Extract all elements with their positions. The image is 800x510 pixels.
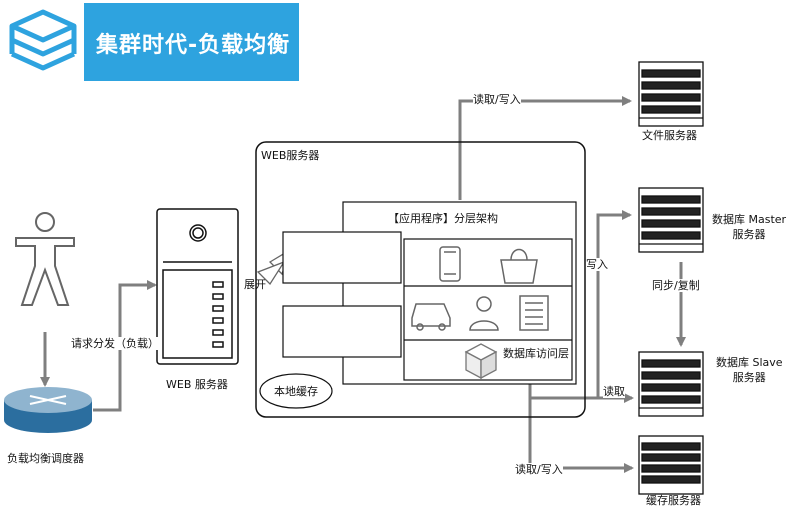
file-rw-label: 读取/写入 — [473, 93, 521, 106]
cache-rw-label: 读取/写入 — [515, 463, 563, 476]
cube-icon — [464, 343, 498, 380]
car-icon — [411, 303, 451, 331]
rack-server-icon — [638, 61, 704, 495]
shopping-bag-icon — [500, 248, 538, 284]
app-slot-2 — [282, 305, 402, 358]
document-icon — [519, 295, 549, 331]
web-server-label: WEB 服务器 — [166, 378, 228, 391]
expand-label: 展开 — [244, 278, 266, 291]
tower-server-icon — [156, 208, 239, 365]
file-rw-arrow — [458, 96, 632, 200]
read-label: 读取 — [603, 385, 625, 398]
cache-server-label: 缓存服务器 — [646, 494, 701, 507]
person-icon — [15, 212, 75, 306]
cache-server-rack — [638, 435, 704, 495]
web-server-box — [255, 141, 586, 418]
db-slave-label: 数据库 Slave 服务器 — [716, 356, 783, 384]
router-icon — [4, 387, 92, 433]
local-cache-node — [259, 373, 333, 409]
db-access-label: 数据库访问层 — [503, 347, 569, 360]
dispatch-label: 请求分发（负载） — [71, 337, 159, 350]
file-server-label: 文件服务器 — [642, 129, 697, 142]
web-box-label: WEB服务器 — [261, 149, 320, 162]
write-arrow — [530, 210, 632, 400]
write-label: 写入 — [586, 258, 608, 271]
app-slot-1 — [282, 231, 402, 284]
file-server-rack — [638, 61, 704, 127]
page-title: 集群时代-负载均衡 — [96, 33, 291, 58]
db-slave-rack — [638, 351, 704, 417]
db-master-rack — [638, 187, 704, 253]
local-cache-label: 本地缓存 — [274, 385, 318, 398]
title-banner: 集群时代-负载均衡 — [84, 3, 299, 81]
balancer-label: 负载均衡调度器 — [7, 452, 84, 465]
phone-icon — [439, 246, 461, 282]
layers-box — [403, 238, 573, 381]
sync-label: 同步/复制 — [652, 279, 700, 292]
app-box — [342, 201, 577, 385]
user-bust-icon — [469, 296, 499, 331]
db-master-label: 数据库 Master 服务器 — [712, 213, 787, 241]
app-title: 【应用程序】分层架构 — [388, 212, 498, 225]
stacked-layers-icon — [5, 3, 81, 79]
